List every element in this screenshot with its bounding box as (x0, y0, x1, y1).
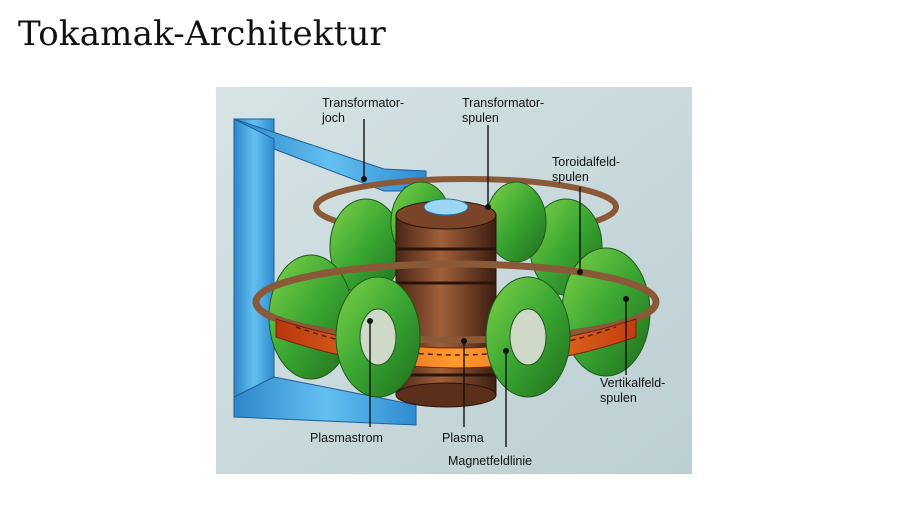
label-plasma: Plasma (442, 431, 484, 445)
leader-lines (363, 119, 627, 447)
label-vertikalfeldspulen-1: Vertikalfeld- (600, 376, 665, 390)
label-transformatorspulen-1: Transformator- (462, 96, 544, 110)
label-transformator-joch-1: Transformator- (322, 96, 404, 110)
label-transformatorspulen-2: spulen (462, 111, 499, 125)
label-toroidalfeldspulen-1: Toroidalfeld- (552, 155, 620, 169)
label-transformator-joch-2: joch (321, 111, 345, 125)
toroidal-coils-front (335, 276, 571, 398)
tokamak-illustration: Transformator- joch Transformator- spule… (216, 87, 692, 474)
label-plasmastrom: Plasmastrom (310, 431, 383, 445)
tokamak-diagram: Transformator- joch Transformator- spule… (216, 87, 692, 474)
label-toroidalfeldspulen-2: spulen (552, 170, 589, 184)
leader-dots (361, 176, 629, 354)
vertical-coil-middle (252, 260, 660, 344)
label-magnetfeldlinie: Magnetfeldlinie (448, 454, 532, 468)
slide-title: Tokamak-Architektur (18, 14, 387, 54)
label-vertikalfeldspulen-2: spulen (600, 391, 637, 405)
